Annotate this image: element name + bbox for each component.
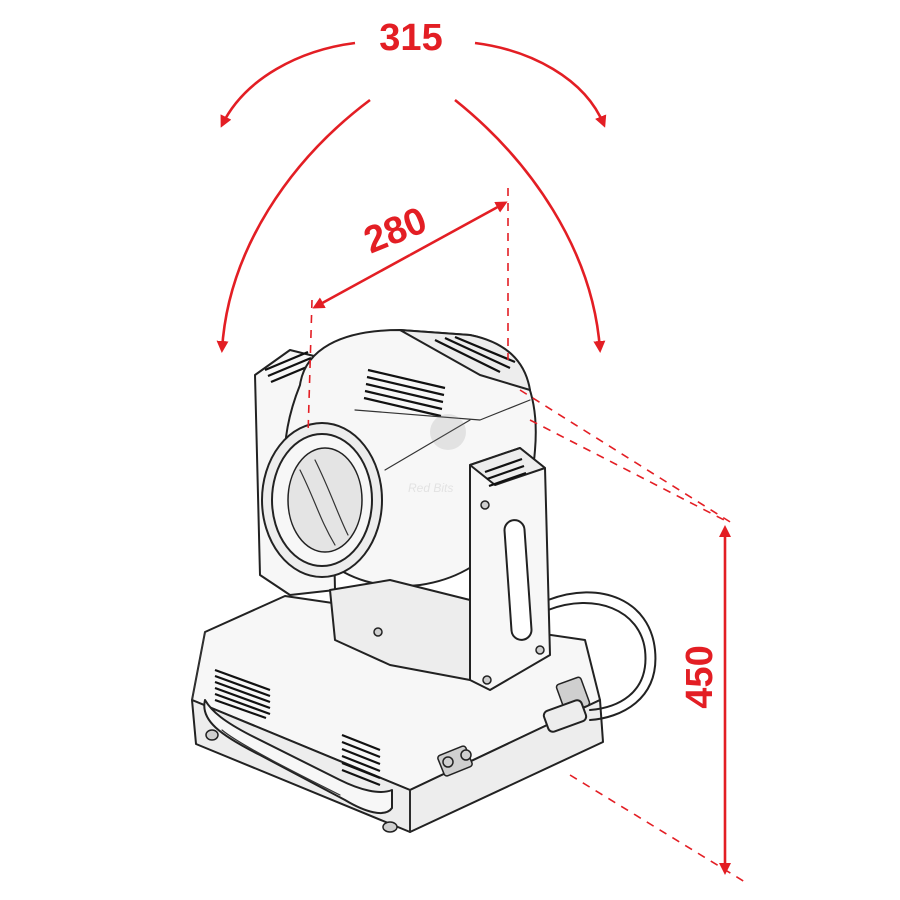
svg-text:Red Bits: Red Bits (408, 481, 453, 495)
pan-width-arrow-right (409, 201, 508, 257)
tilt-angle-label: 315 (379, 17, 442, 59)
dimension-annotations: 315 280 450 (216, 17, 746, 883)
head-vent-rear (434, 335, 516, 373)
yoke-vent (484, 457, 527, 488)
moving-head-fixture-icon (191, 329, 657, 833)
base-vent-left (214, 668, 271, 720)
fixture-lens (261, 422, 383, 578)
fixture-yoke-right (469, 447, 551, 691)
base-vent-right (341, 733, 381, 787)
head-vent-top (363, 368, 446, 418)
pan-width-label: 280 (358, 200, 433, 263)
height-leader-lines (519, 389, 746, 883)
tilt-arc (216, 41, 607, 353)
pan-width-arrow (312, 253, 411, 309)
height-label: 450 (679, 645, 721, 708)
pan-leader-lines (307, 188, 509, 436)
watermark-logo-icon: Red Bits (408, 414, 466, 495)
